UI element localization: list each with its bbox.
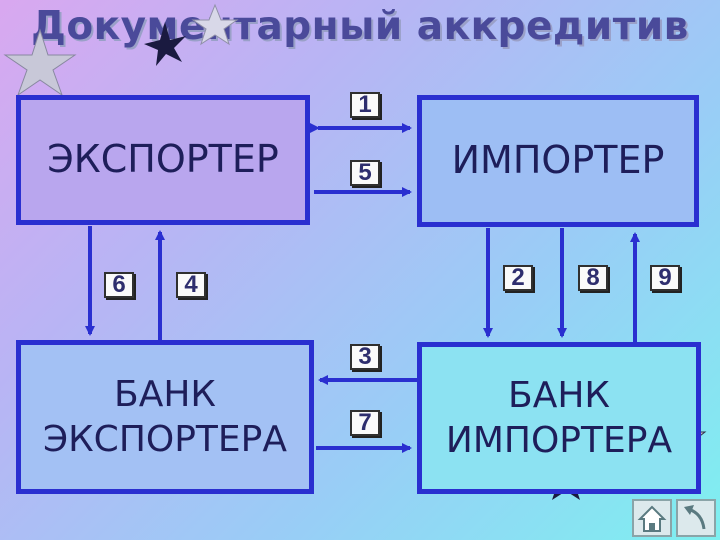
step-label-7: 7 — [350, 410, 380, 436]
importer-label: ИМПОРТЕР — [452, 137, 665, 185]
slide-title: Документарный аккредитив — [0, 4, 720, 49]
back-button[interactable] — [676, 499, 716, 537]
exporter-bank-label-line2: ЭКСПОРТЕРА — [43, 417, 287, 462]
importer-bank-box: БАНК ИМПОРТЕРА — [417, 342, 701, 494]
importer-bank-label-line1: БАНК — [446, 373, 672, 418]
step-label-1: 1 — [350, 92, 380, 118]
importer-box: ИМПОРТЕР — [417, 95, 699, 227]
exporter-bank-label-line1: БАНК — [43, 372, 287, 417]
importer-bank-label-line2: ИМПОРТЕРА — [446, 418, 672, 463]
exporter-label: ЭКСПОРТЕР — [47, 136, 279, 184]
step-label-5: 5 — [350, 160, 380, 186]
step-label-6: 6 — [104, 272, 134, 298]
back-icon — [678, 501, 714, 535]
step-label-3: 3 — [350, 344, 380, 370]
step-label-9: 9 — [650, 265, 680, 291]
home-icon — [634, 501, 670, 535]
step-label-4: 4 — [176, 272, 206, 298]
home-button[interactable] — [632, 499, 672, 537]
step-label-8: 8 — [578, 265, 608, 291]
exporter-box: ЭКСПОРТЕР — [16, 95, 310, 225]
step-label-2: 2 — [503, 265, 533, 291]
exporter-bank-box: БАНК ЭКСПОРТЕРА — [16, 340, 314, 494]
